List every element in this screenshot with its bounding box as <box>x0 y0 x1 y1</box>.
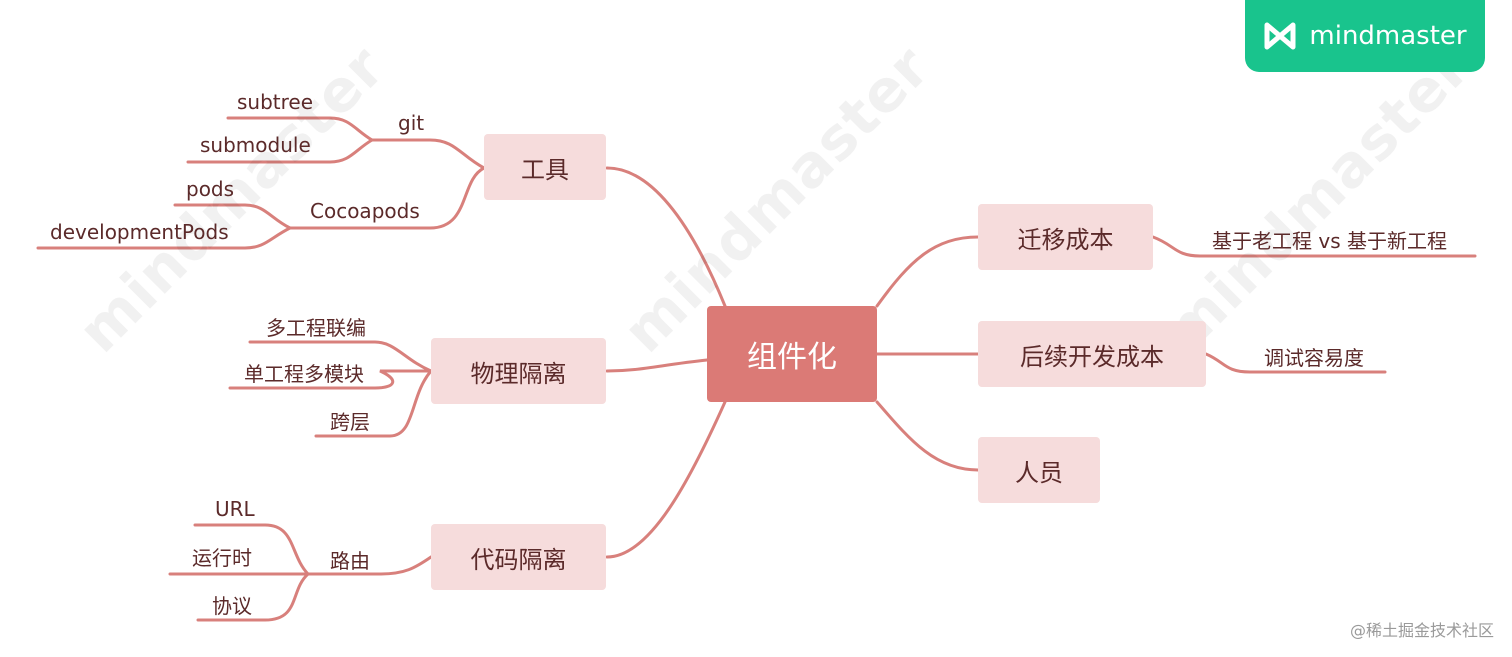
node-tools[interactable]: 工具 <box>484 134 606 200</box>
leaf-route[interactable]: 路由 <box>330 549 370 573</box>
node-migration-cost[interactable]: 迁移成本 <box>978 204 1153 270</box>
node-code-isolation[interactable]: 代码隔离 <box>431 524 606 590</box>
leaf-cocoapods[interactable]: Cocoapods <box>310 199 420 223</box>
node-physical-isolation[interactable]: 物理隔离 <box>431 338 606 404</box>
mindmaster-logo-text: mindmaster <box>1309 21 1467 51</box>
leaf-single-project-multi-module[interactable]: 单工程多模块 <box>244 362 364 386</box>
leaf-subtree[interactable]: subtree <box>237 90 314 114</box>
node-followup-cost[interactable]: 后续开发成本 <box>978 321 1206 387</box>
node-staff[interactable]: 人员 <box>978 437 1100 503</box>
leaf-url[interactable]: URL <box>215 497 255 521</box>
leaf-cross-layer[interactable]: 跨层 <box>330 410 370 434</box>
leaf-pods[interactable]: pods <box>186 177 235 201</box>
mindmaster-logo: mindmaster <box>1245 0 1485 72</box>
footer-credit: @稀土掘金技术社区 <box>1349 621 1494 640</box>
leaf-old-vs-new-project[interactable]: 基于老工程 vs 基于新工程 <box>1212 229 1447 253</box>
leaf-debug-ease[interactable]: 调试容易度 <box>1264 346 1364 370</box>
leaf-multi-project[interactable]: 多工程联编 <box>266 316 366 340</box>
root-node[interactable]: 组件化 <box>707 306 877 402</box>
leaf-submodule[interactable]: submodule <box>200 133 311 157</box>
leaf-protocol[interactable]: 协议 <box>212 594 252 618</box>
mindmaster-logo-icon <box>1264 22 1296 50</box>
leaf-runtime[interactable]: 运行时 <box>192 546 252 570</box>
leaf-development-pods[interactable]: developmentPods <box>50 220 229 244</box>
leaf-git[interactable]: git <box>398 111 425 135</box>
